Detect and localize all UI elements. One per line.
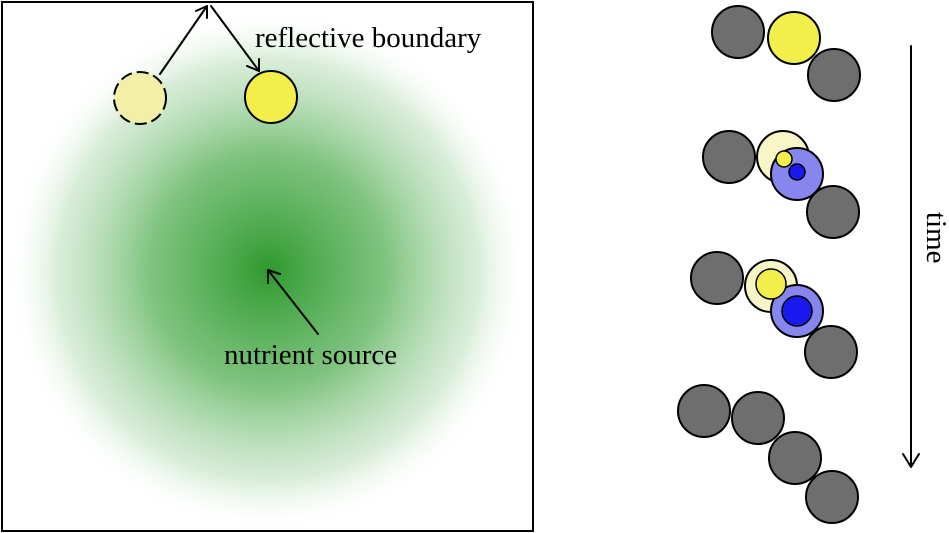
- gray-cell: [805, 470, 859, 524]
- stage-4: [677, 384, 859, 524]
- nutrient-source-label: nutrient source: [224, 339, 397, 371]
- cell-before-reflection: [113, 71, 167, 125]
- domain-boundary: [1, 1, 534, 532]
- gray-cell: [768, 431, 822, 485]
- stage-2: [702, 130, 860, 239]
- gray-cell: [702, 130, 756, 184]
- cell-after-reflection: [244, 70, 298, 124]
- gray-cell: [731, 391, 785, 445]
- stage-1: [711, 5, 861, 102]
- gray-cell: [807, 48, 861, 102]
- stage-3: [690, 251, 858, 379]
- reflective-boundary-label: reflective boundary: [255, 22, 482, 54]
- gray-cell: [806, 185, 860, 239]
- gray-cell: [804, 325, 858, 379]
- blue-daughter-cell: [781, 295, 813, 327]
- gray-cell: [677, 384, 731, 438]
- yellow-daughter-cell: [755, 268, 787, 300]
- gray-cell: [711, 5, 765, 59]
- blue-daughter-cell: [788, 163, 806, 181]
- time-label: time: [920, 212, 949, 264]
- reflection-path-arrow: [159, 5, 260, 75]
- simulation-domain-panel: reflective boundary nutrient source: [1, 1, 534, 532]
- yellow-daughter-cell: [775, 150, 793, 168]
- time-arrow: [902, 45, 920, 468]
- gray-cell: [690, 251, 744, 305]
- cell-division-sequence: time: [677, 5, 949, 524]
- nutrient-source-arrow: [267, 269, 319, 335]
- yellow-cell: [767, 11, 821, 65]
